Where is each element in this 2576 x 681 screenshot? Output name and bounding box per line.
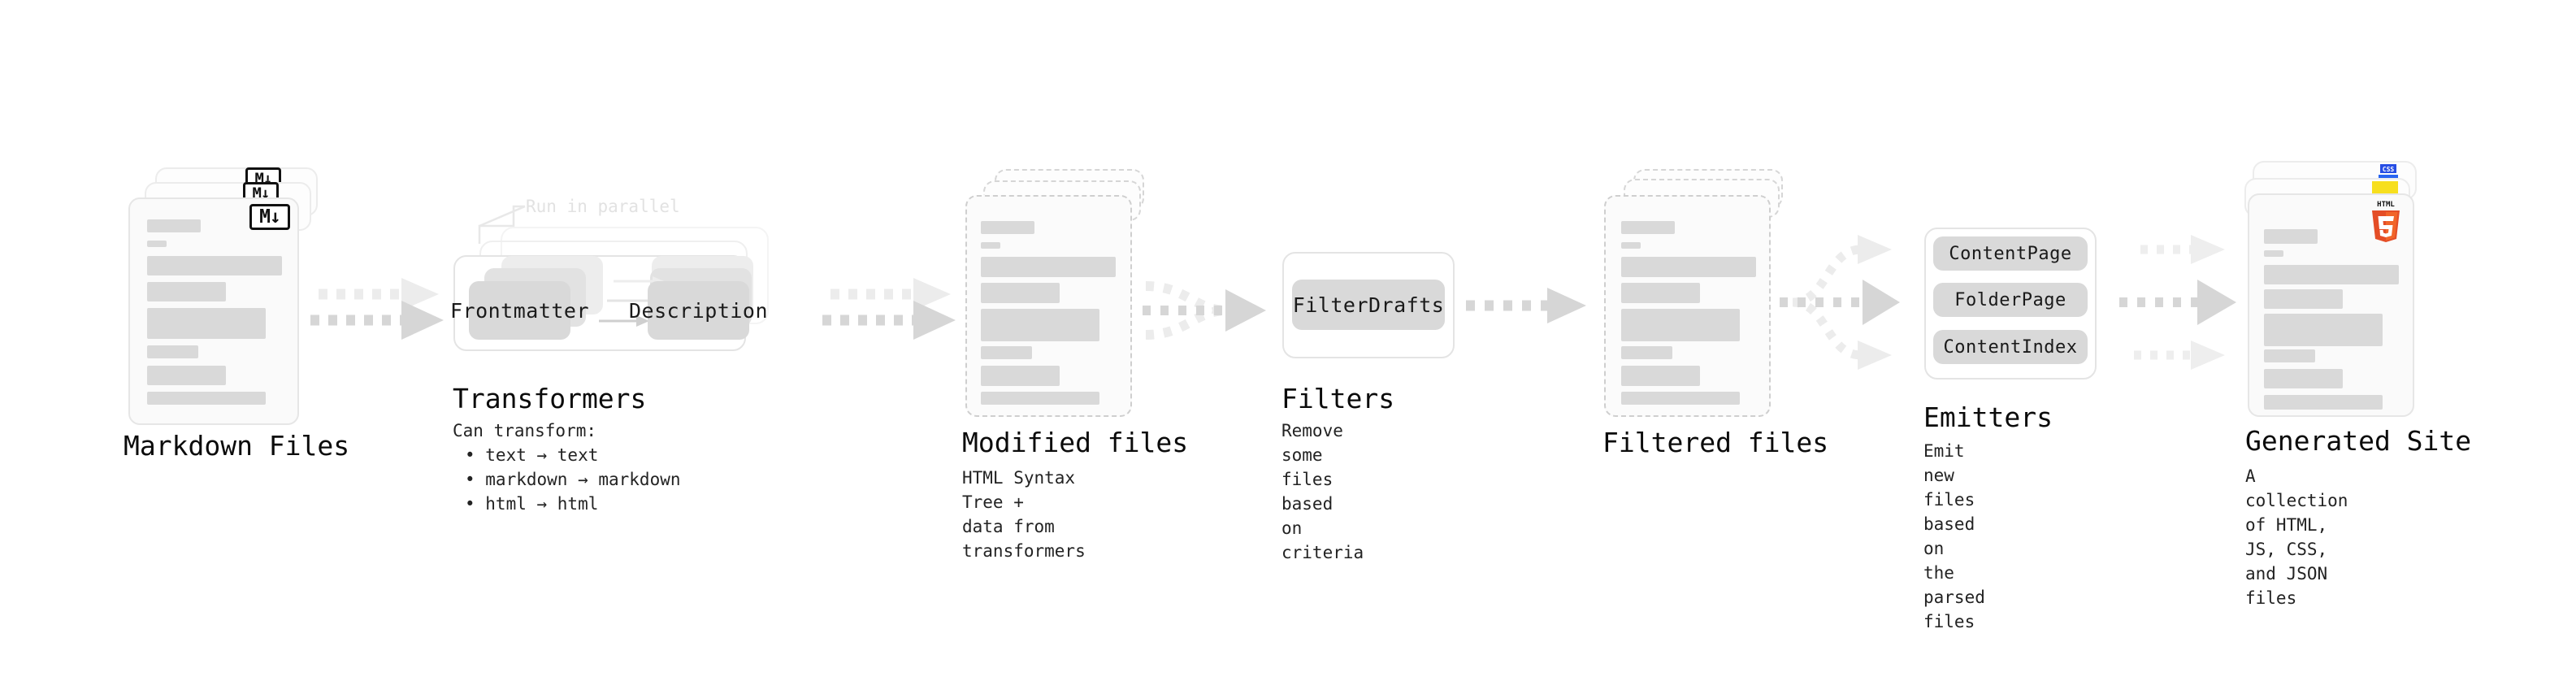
skeleton-line [1621, 221, 1675, 234]
transformer-inner-arrows [599, 276, 664, 327]
arrow-markdown-to-transformers [310, 278, 444, 340]
skeleton-line [2264, 265, 2399, 284]
stage-caption-emitters: Emit new files based on the parsed files [1923, 441, 1985, 631]
skeleton-line [147, 282, 226, 301]
stage-caption-modified-files: HTML Syntax Tree + data from transformer… [962, 468, 1086, 561]
skeleton-line [147, 219, 201, 232]
skeleton-line [1621, 346, 1672, 359]
skeleton-line [981, 242, 1000, 249]
skeleton-line [1621, 392, 1740, 405]
skeleton-line [147, 241, 167, 247]
skeleton-line [981, 283, 1060, 303]
transformers-bullet-2: • html → html [465, 494, 599, 514]
arrow-modified-to-filters [1143, 281, 1266, 340]
markdown-file-card [128, 197, 299, 425]
skeleton-line [981, 257, 1116, 277]
stage-title-modified-files: Modified files [962, 427, 1189, 458]
skeleton-line [2264, 369, 2343, 388]
transformers-bullet-1: • markdown → markdown [465, 470, 681, 489]
transformer-chip-description[interactable]: Description [629, 281, 768, 340]
css-icon: CSS [2379, 164, 2398, 178]
skeleton-line [2264, 289, 2343, 309]
arrow-emitters-to-site [2119, 235, 2236, 370]
skeleton-line [147, 256, 282, 275]
transformer-chip-frontmatter[interactable]: Frontmatter [450, 281, 589, 340]
skeleton-line [981, 221, 1034, 234]
emitter-chip-folderpage[interactable]: FolderPage [1933, 283, 2088, 317]
filtered-file-card [1604, 195, 1771, 417]
skeleton-line [2264, 229, 2318, 244]
stage-title-generated-site: Generated Site [2245, 425, 2472, 457]
skeleton-line [1621, 366, 1700, 386]
html5-icon: HTML [2372, 201, 2400, 242]
stage-title-markdown-files: Markdown Files [124, 430, 350, 462]
skeleton-line [147, 392, 266, 405]
arrow-transformers-to-modified [822, 278, 956, 340]
emitter-chip-contentindex[interactable]: ContentIndex [1933, 330, 2088, 364]
skeleton-line [1621, 309, 1740, 341]
arrow-filters-to-filtered [1466, 288, 1586, 323]
run-in-parallel-label: Run in parallel [526, 197, 680, 216]
stage-title-emitters: Emitters [1923, 401, 2053, 433]
transformers-bullet-list: Can transform: • text → text • markdown … [453, 419, 681, 516]
stage-title-filtered-files: Filtered files [1602, 427, 1829, 458]
skeleton-line [1621, 283, 1700, 303]
skeleton-line [981, 366, 1060, 386]
skeleton-line [147, 366, 226, 385]
stage-title-transformers: Transformers [453, 383, 647, 414]
arrow-filtered-to-emitters [1780, 235, 1900, 370]
skeleton-line [2264, 314, 2383, 346]
stage-caption-generated-site: A collection of HTML, JS, CSS, and JSON … [2245, 466, 2348, 608]
run-in-parallel-leader [478, 205, 526, 244]
skeleton-line [1621, 242, 1641, 249]
skeleton-line [147, 308, 266, 339]
svg-text:CSS: CSS [2383, 166, 2395, 173]
markdown-icon: M↓ [249, 204, 290, 230]
stage-caption-filters: Remove some files based on criteria [1281, 421, 1364, 562]
emitter-chip-contentpage[interactable]: ContentPage [1933, 236, 2088, 271]
filter-chip-filterdrafts[interactable]: FilterDrafts [1292, 280, 1445, 330]
transformers-bullet-0: • text → text [465, 445, 599, 465]
stage-title-filters: Filters [1281, 383, 1395, 414]
modified-file-card [965, 195, 1132, 417]
skeleton-line [147, 345, 198, 358]
skeleton-line [981, 392, 1099, 405]
skeleton-line [2264, 395, 2383, 410]
skeleton-line [981, 309, 1099, 341]
skeleton-line [1621, 257, 1756, 277]
svg-text:HTML: HTML [2377, 201, 2395, 209]
skeleton-line [2264, 349, 2315, 362]
skeleton-line [2264, 250, 2283, 257]
transformers-caption-heading: Can transform: [453, 421, 597, 440]
skeleton-line [981, 346, 1032, 359]
